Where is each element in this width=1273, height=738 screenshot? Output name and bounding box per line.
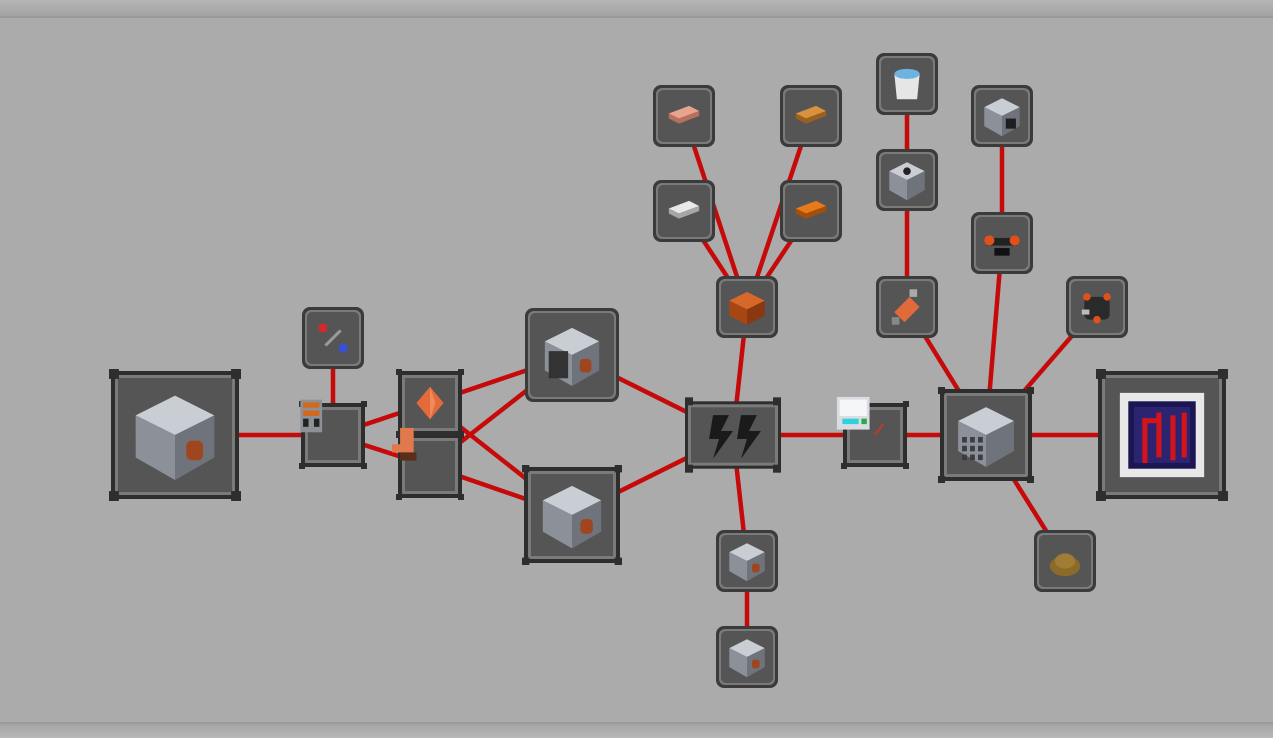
advancement-node-enderium-screen[interactable]: [1096, 369, 1228, 501]
advancement-node-orange-ingot[interactable]: [780, 180, 842, 242]
energy-meter-icon: [836, 396, 885, 436]
lightning-bolt-icon: [709, 415, 761, 459]
copper-hand-icon: [391, 427, 417, 461]
advancement-node-generator[interactable]: [299, 399, 367, 469]
link-copper-block-to-bronze-ingot: [744, 113, 814, 310]
advancement-node-copper-ingot[interactable]: [653, 85, 715, 147]
electric-generator-icon: [300, 399, 323, 433]
advancement-node-copper-crystal[interactable]: [396, 369, 464, 437]
advancement-node-advanced-machine[interactable]: [938, 387, 1034, 483]
copper-ingot-icon: [668, 105, 700, 124]
tank-block-icon: [889, 162, 925, 201]
server-block-icon: [984, 98, 1020, 137]
advancement-node-tank-block[interactable]: [876, 149, 938, 211]
advancement-node-bronze-ingot[interactable]: [780, 85, 842, 147]
drill-icon: [891, 289, 920, 325]
copper-block-icon: [729, 291, 765, 325]
advancement-node-drill[interactable]: [876, 276, 938, 338]
advancement-node-water-bucket[interactable]: [876, 53, 938, 115]
machine-casing-block-icon: [135, 395, 215, 480]
wire-cutter-icon: [318, 323, 348, 353]
copper-crystal-icon: [416, 386, 444, 420]
advancement-node-wire-tool[interactable]: [302, 307, 364, 369]
advancement-links: [172, 81, 1165, 660]
bronze-ingot-icon: [795, 105, 827, 124]
node-frame-inner: [691, 407, 775, 463]
copper-dust-icon: [1049, 553, 1081, 577]
advancement-node-goggles[interactable]: [971, 212, 1033, 274]
goggles-icon: [984, 235, 1020, 256]
advancement-node-crusher[interactable]: [525, 308, 619, 402]
window-top-border: [0, 0, 1273, 18]
orange-ingot-icon: [795, 200, 827, 219]
crusher-block-icon: [544, 327, 600, 387]
advancement-node-energy-meter[interactable]: [836, 396, 909, 469]
advancement-node-copper-dust[interactable]: [1034, 530, 1096, 592]
iron-ingot-icon: [668, 200, 700, 219]
water-bucket-icon: [894, 68, 920, 100]
advancement-node-server-block[interactable]: [971, 85, 1033, 147]
advanced-machine-block-icon: [958, 407, 1014, 467]
small-machine-block-icon: [729, 639, 765, 678]
enderium-monitor-icon: [1119, 392, 1205, 478]
advancement-node-exoskeleton[interactable]: [1066, 276, 1128, 338]
advancement-node-power-hub[interactable]: [685, 397, 781, 473]
battery-block-icon: [729, 543, 765, 582]
advancement-node-copper-block[interactable]: [716, 276, 778, 338]
link-copper-block-to-copper-ingot: [681, 113, 750, 310]
electric-furnace-icon: [542, 485, 602, 549]
advancement-node-battery-block[interactable]: [716, 530, 778, 592]
advancement-node-copper-hand[interactable]: [391, 427, 464, 500]
advancement-node-small-machine[interactable]: [716, 626, 778, 688]
exoskeleton-icon: [1081, 293, 1111, 324]
advancement-node-furnace[interactable]: [522, 465, 622, 565]
advancement-node-root-machine-block[interactable]: [109, 369, 241, 501]
advancement-node-iron-ingot[interactable]: [653, 180, 715, 242]
advancement-nodes: [109, 53, 1228, 688]
window-bottom-border: [0, 722, 1273, 738]
